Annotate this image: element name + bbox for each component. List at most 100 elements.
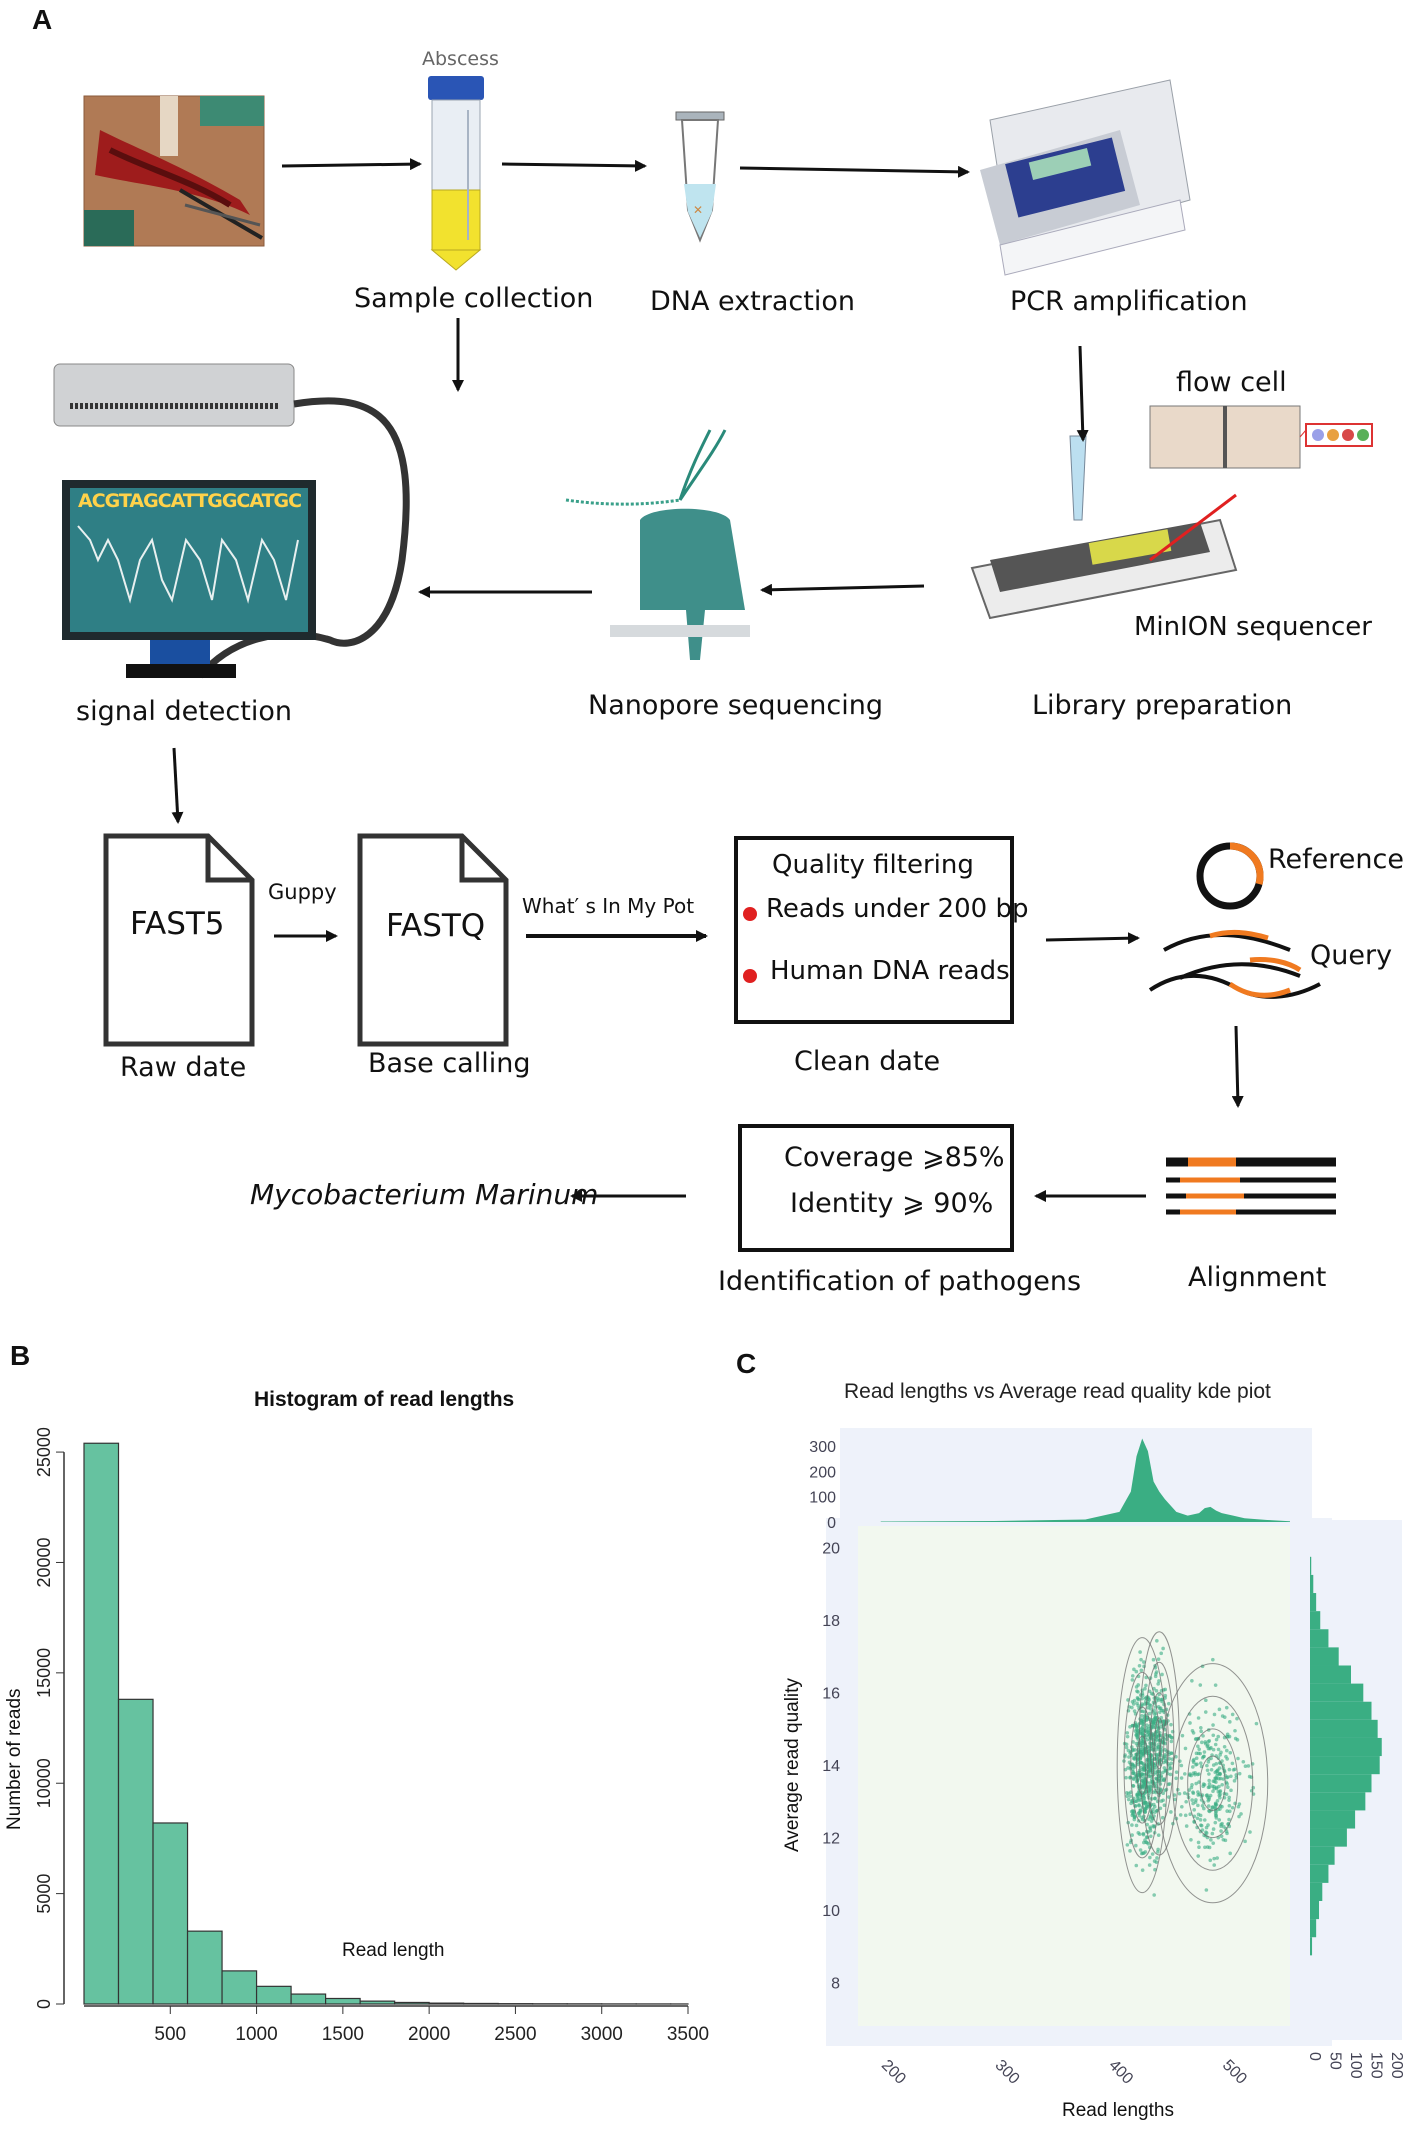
x-tick-label: 3500 <box>667 2024 709 2045</box>
scatter-point <box>1206 1746 1211 1751</box>
scatter-point <box>1209 1838 1213 1842</box>
scatter-point <box>1153 1748 1158 1752</box>
reference-label: Reference <box>1268 844 1404 875</box>
scatter-point <box>1214 1776 1218 1780</box>
panel-label-c: C <box>736 1348 757 1379</box>
scatter-point <box>1215 1799 1220 1803</box>
top-marginal-tick: 100 <box>809 1490 836 1507</box>
scatter-point <box>1169 1722 1173 1727</box>
scatter-point <box>1214 1786 1219 1791</box>
scatter-point <box>1183 1746 1188 1751</box>
y-tick-label: 16 <box>822 1686 840 1703</box>
top-marginal-tick: 200 <box>809 1464 836 1481</box>
right-marginal-bar <box>1310 1756 1380 1775</box>
scatter-point <box>1128 1849 1132 1853</box>
kde-title: Read lengths vs Average read quality kde… <box>844 1380 1271 1403</box>
whats-in-my-pot-label: What′ s In My Pot <box>522 894 695 918</box>
scatter-point <box>1178 1813 1183 1817</box>
x-tick-label: 3000 <box>581 2024 623 2045</box>
pcr-amplification-label: PCR amplification <box>1010 286 1248 317</box>
scatter-point <box>1202 1806 1206 1811</box>
scatter-point <box>1161 1646 1165 1651</box>
scatter-point <box>1214 1769 1219 1774</box>
scatter-point <box>1227 1767 1232 1772</box>
scatter-point <box>1218 1753 1222 1757</box>
scatter-point <box>1152 1893 1156 1897</box>
right-marginal-bar <box>1310 1701 1372 1720</box>
scatter-point <box>1125 1843 1130 1847</box>
right-marginal-tick: 0 <box>1306 2052 1323 2061</box>
scatter-point <box>1179 1763 1184 1768</box>
scatter-point <box>1155 1856 1159 1860</box>
scatter-point <box>1142 1796 1147 1800</box>
scatter-point <box>1225 1809 1229 1813</box>
scatter-point <box>1146 1705 1150 1710</box>
scatter-point <box>1236 1804 1241 1809</box>
scatter-point <box>1131 1783 1135 1788</box>
top-marginal-tick: 300 <box>809 1439 836 1456</box>
scatter-point <box>1155 1638 1159 1643</box>
scatter-point <box>1136 1811 1141 1816</box>
quality-filtering-title: Quality filtering <box>772 850 974 880</box>
scatter-point <box>1137 1832 1142 1836</box>
sample-collection-label: Sample collection <box>354 283 594 314</box>
x-tick-label: 500 <box>154 2024 186 2045</box>
right-marginal-bar <box>1310 1556 1312 1575</box>
coverage-label: Coverage ⩾85% <box>784 1142 1005 1173</box>
scatter-point <box>1137 1697 1141 1702</box>
scatter-point <box>1203 1740 1208 1744</box>
right-marginal-bar <box>1310 1846 1335 1865</box>
scatter-point <box>1201 1734 1205 1738</box>
scatter-point <box>1148 1788 1152 1793</box>
scatter-point <box>1130 1674 1135 1678</box>
scatter-point <box>1228 1851 1232 1856</box>
scatter-point <box>1132 1667 1136 1672</box>
scatter-point <box>1156 1833 1161 1837</box>
y-tick-label: 0 <box>34 1999 54 2009</box>
scatter-point <box>1159 1799 1164 1803</box>
scatter-point <box>1156 1682 1160 1686</box>
scatter-point <box>1140 1722 1145 1726</box>
scatter-point <box>1142 1807 1147 1811</box>
scatter-point <box>1206 1760 1211 1764</box>
scatter-point <box>1152 1825 1156 1829</box>
scatter-point <box>1206 1804 1211 1808</box>
scatter-point <box>1211 1827 1216 1831</box>
scatter-point <box>1130 1678 1135 1682</box>
scatter-point <box>1134 1843 1138 1848</box>
scatter-point <box>1225 1757 1229 1761</box>
scatter-point <box>1130 1823 1134 1827</box>
dna-tube-icon: ✕ <box>675 111 725 243</box>
scatter-point <box>1229 1788 1233 1793</box>
minion-sequencer-icon <box>970 435 1238 620</box>
scatter-point <box>1180 1804 1184 1809</box>
x-tick-label: 1000 <box>235 2024 277 2045</box>
scatter-point <box>1199 1823 1204 1828</box>
scatter-point <box>1180 1733 1185 1738</box>
scatter-point <box>1194 1751 1199 1756</box>
scatter-point <box>1134 1685 1139 1689</box>
right-marginal-bar <box>1310 1665 1351 1684</box>
scatter-point <box>1134 1669 1139 1674</box>
scatter-point <box>1210 1805 1215 1810</box>
nanopore-sequencing-label: Nanopore sequencing <box>588 690 883 721</box>
scatter-point <box>1133 1729 1138 1733</box>
scatter-point <box>1140 1868 1145 1872</box>
scatter-point <box>1227 1798 1231 1802</box>
flow-cell-icon <box>1149 405 1373 469</box>
scatter-point <box>1134 1741 1139 1746</box>
right-marginal-bar <box>1310 1919 1317 1938</box>
scatter-point <box>1211 1841 1216 1845</box>
scatter-point <box>1161 1770 1165 1775</box>
scatter-point <box>1140 1713 1144 1718</box>
scatter-point <box>1144 1738 1149 1742</box>
scatter-point <box>1139 1668 1144 1673</box>
scatter-point <box>1191 1791 1196 1796</box>
scatter-point <box>1156 1850 1160 1854</box>
scatter-point <box>1142 1801 1147 1806</box>
scatter-point <box>1131 1748 1135 1753</box>
scatter-point <box>1142 1660 1146 1664</box>
kde-contour <box>1154 1717 1165 1770</box>
